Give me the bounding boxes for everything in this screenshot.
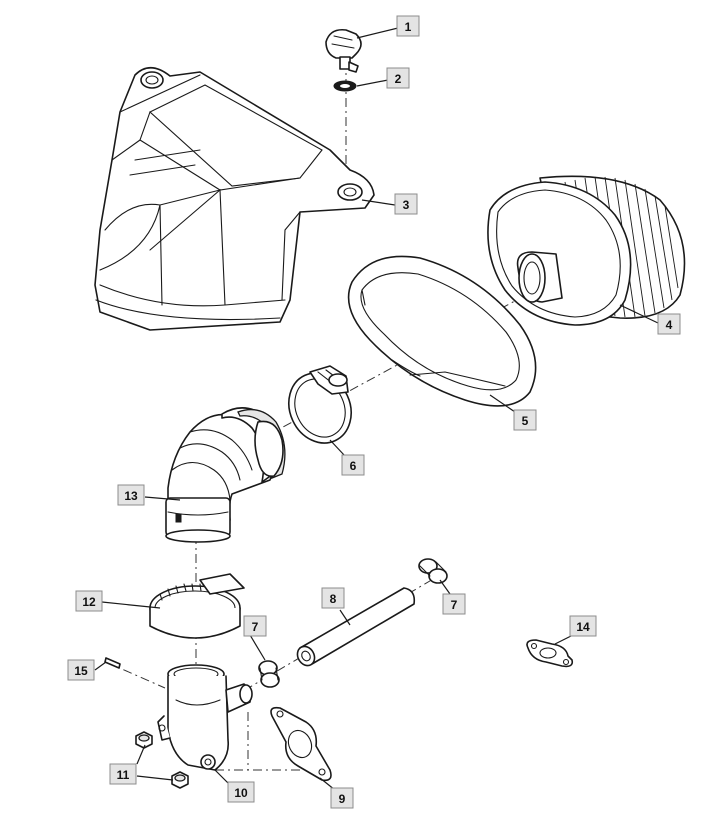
- callout-10: 10: [227, 781, 255, 803]
- callout-5: 5: [513, 409, 537, 431]
- callout-11: 11: [109, 763, 137, 785]
- svg-text:11: 11: [117, 768, 130, 782]
- svg-text:8: 8: [330, 592, 337, 606]
- air-filter-element: [487, 175, 686, 326]
- svg-text:1: 1: [405, 20, 412, 34]
- washer: [333, 80, 357, 92]
- callout-9: 9: [330, 787, 354, 809]
- svg-text:10: 10: [234, 786, 248, 800]
- svg-text:7: 7: [252, 620, 259, 634]
- nut-upper: [135, 731, 153, 749]
- callout-7a: 7: [243, 615, 267, 637]
- svg-text:3: 3: [403, 198, 410, 212]
- callout-13: 13: [117, 484, 145, 506]
- callout-1: 1: [396, 15, 420, 37]
- gasket-small: [526, 639, 574, 668]
- callout-6: 6: [341, 454, 365, 476]
- air-filter-base: [157, 664, 253, 771]
- hose-clip-lower: [258, 660, 280, 688]
- svg-text:2: 2: [395, 72, 402, 86]
- screw: [325, 28, 362, 73]
- callout-2: 2: [386, 67, 410, 89]
- gasket-large: [270, 706, 332, 782]
- breather-hose: [296, 587, 416, 667]
- air-filter-cover: [94, 66, 375, 331]
- callout-8: 8: [321, 587, 345, 609]
- pre-filter: [347, 255, 537, 407]
- elbow-duct: [165, 407, 286, 543]
- svg-text:6: 6: [350, 459, 357, 473]
- pin: [104, 657, 121, 669]
- svg-text:4: 4: [666, 318, 673, 332]
- callout-4: 4: [657, 313, 681, 335]
- svg-text:9: 9: [339, 792, 346, 806]
- svg-text:13: 13: [124, 489, 138, 503]
- hose-clamp-upper: [288, 365, 352, 444]
- callout-14: 14: [569, 615, 597, 637]
- leader-lines: [94, 27, 659, 791]
- svg-text:12: 12: [82, 595, 96, 609]
- callout-15: 15: [67, 659, 95, 681]
- svg-text:14: 14: [576, 620, 590, 634]
- hose-clip-upper: [418, 558, 448, 584]
- nut-lower: [171, 771, 189, 789]
- svg-text:15: 15: [74, 664, 88, 678]
- callout-3: 3: [394, 193, 418, 215]
- svg-text:7: 7: [451, 598, 458, 612]
- callout-7b: 7: [442, 593, 466, 615]
- callout-12: 12: [75, 590, 103, 612]
- hose-clamp-lower: [149, 573, 245, 639]
- svg-text:5: 5: [522, 414, 529, 428]
